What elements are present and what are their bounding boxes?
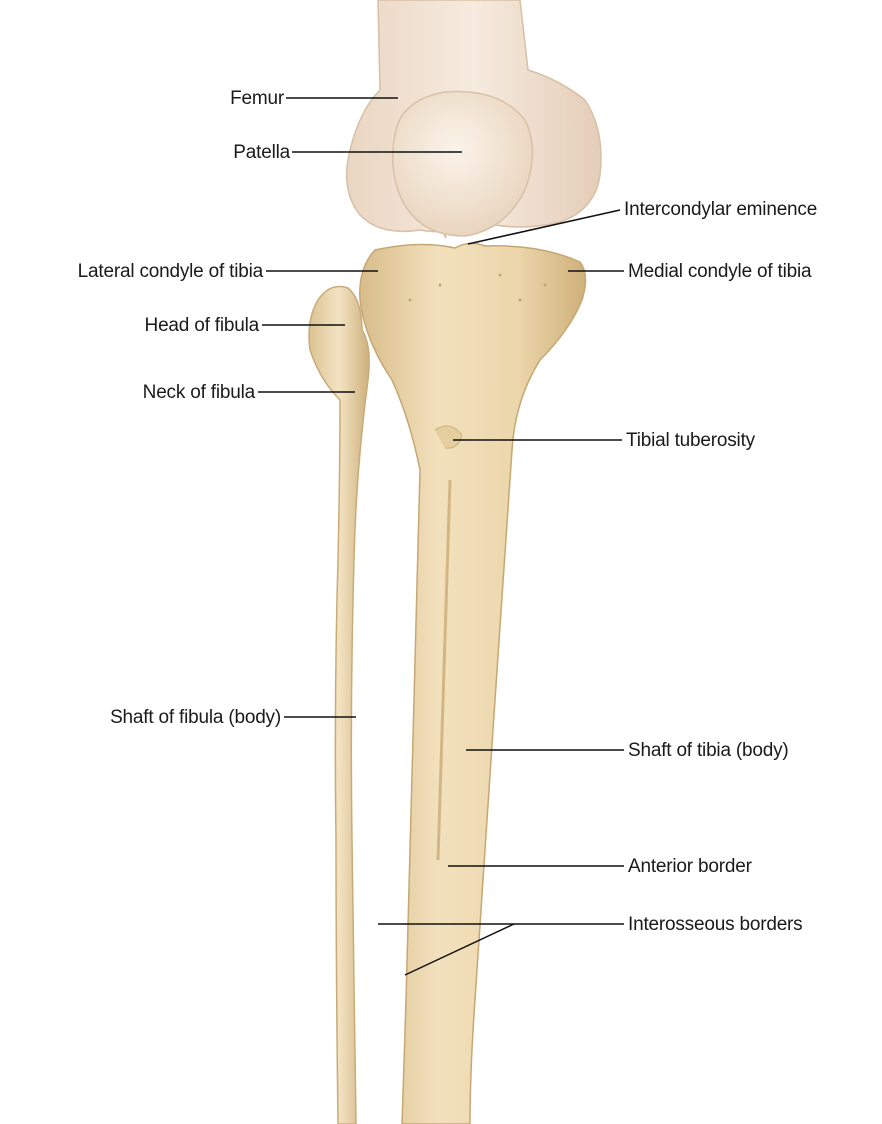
label-tibial-tuberosity: Tibial tuberosity: [626, 430, 755, 452]
label-anterior-border: Anterior border: [628, 856, 752, 878]
fibula: [309, 287, 369, 1124]
label-medial-condyle: Medial condyle of tibia: [628, 261, 811, 283]
label-intercondylar-eminence: Intercondylar eminence: [624, 199, 817, 221]
tibia: [360, 243, 586, 1124]
label-shaft-of-tibia: Shaft of tibia (body): [628, 740, 789, 762]
label-head-of-fibula: Head of fibula: [145, 315, 259, 337]
label-patella: Patella: [233, 142, 290, 164]
label-femur: Femur: [230, 88, 284, 110]
label-lateral-condyle: Lateral condyle of tibia: [78, 261, 263, 283]
label-neck-of-fibula: Neck of fibula: [143, 382, 255, 404]
label-shaft-of-fibula: Shaft of fibula (body): [110, 707, 281, 729]
label-interosseous-borders: Interosseous borders: [628, 914, 803, 936]
